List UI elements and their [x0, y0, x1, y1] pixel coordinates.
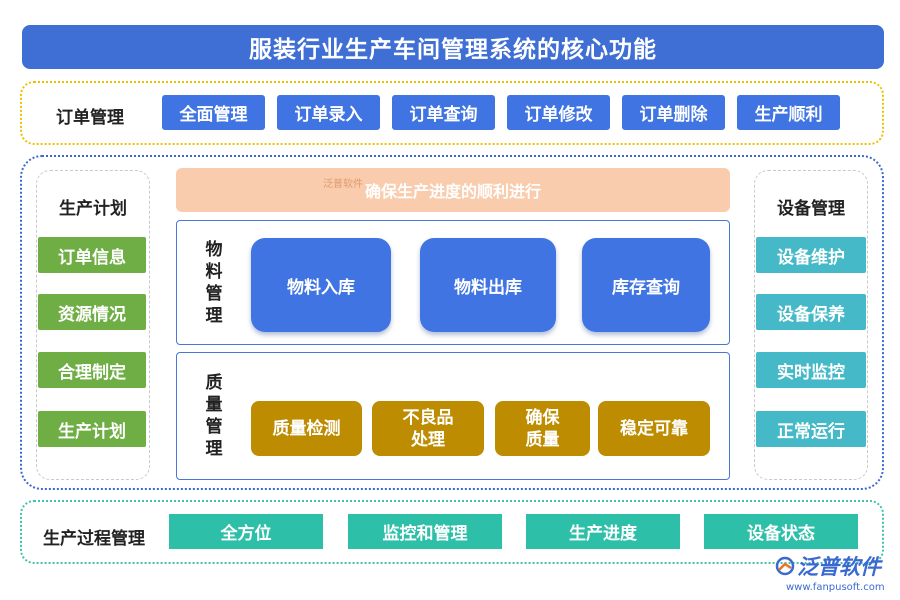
equipment-management-label: 设备管理 [777, 198, 845, 219]
quality-item-defect-handling: 不良品 处理 [372, 401, 484, 456]
quality-item-stable-reliable: 稳定可靠 [598, 401, 710, 456]
process-item-production-progress: 生产进度 [526, 514, 680, 549]
page-title: 服装行业生产车间管理系统的核心功能 [22, 25, 884, 69]
process-item-all-round: 全方位 [169, 514, 323, 549]
order-item-query: 订单查询 [392, 95, 495, 130]
progress-banner: 确保生产进度的顺利进行 [176, 168, 730, 212]
watermark-url: www.fanpusoft.com [786, 582, 885, 593]
plan-item-resources: 资源情况 [38, 294, 146, 330]
watermark-brand-name: 泛普软件 [797, 555, 881, 579]
material-item-inbound: 物料入库 [251, 238, 391, 332]
equipment-management-panel [754, 170, 868, 480]
plan-item-order-info: 订单信息 [38, 237, 146, 273]
banner-logo-icon: 泛普软件 [323, 179, 363, 190]
equipment-item-realtime-monitoring: 实时监控 [756, 352, 866, 388]
quality-management-label: 质量管理 [205, 373, 223, 459]
order-management-label: 订单管理 [56, 107, 124, 128]
order-item-modify: 订单修改 [507, 95, 610, 130]
quality-item-ensure-quality: 确保 质量 [495, 401, 590, 456]
plan-item-rational-formulation: 合理制定 [38, 352, 146, 388]
order-management-section [20, 81, 884, 145]
process-management-label: 生产过程管理 [43, 528, 145, 549]
production-plan-label: 生产计划 [59, 198, 127, 219]
equipment-item-maintenance: 设备维护 [756, 237, 866, 273]
quality-item-inspection: 质量检测 [251, 401, 362, 456]
material-item-inventory-query: 库存查询 [582, 238, 710, 332]
order-item-smooth-production: 生产顺利 [737, 95, 840, 130]
order-item-delete: 订单删除 [622, 95, 725, 130]
process-item-equipment-status: 设备状态 [704, 514, 858, 549]
equipment-item-normal-operation: 正常运行 [756, 411, 866, 447]
order-item-entry: 订单录入 [277, 95, 380, 130]
fanpu-logo-icon [775, 556, 795, 576]
order-item-full-management: 全面管理 [162, 95, 265, 130]
process-item-monitor-manage: 监控和管理 [348, 514, 502, 549]
material-item-outbound: 物料出库 [420, 238, 556, 332]
plan-item-production-plan: 生产计划 [38, 411, 146, 447]
equipment-item-upkeep: 设备保养 [756, 294, 866, 330]
process-management-section [20, 500, 884, 564]
core-functions-section [20, 155, 884, 490]
material-management-label: 物料管理 [205, 240, 223, 326]
production-plan-panel [36, 170, 150, 480]
